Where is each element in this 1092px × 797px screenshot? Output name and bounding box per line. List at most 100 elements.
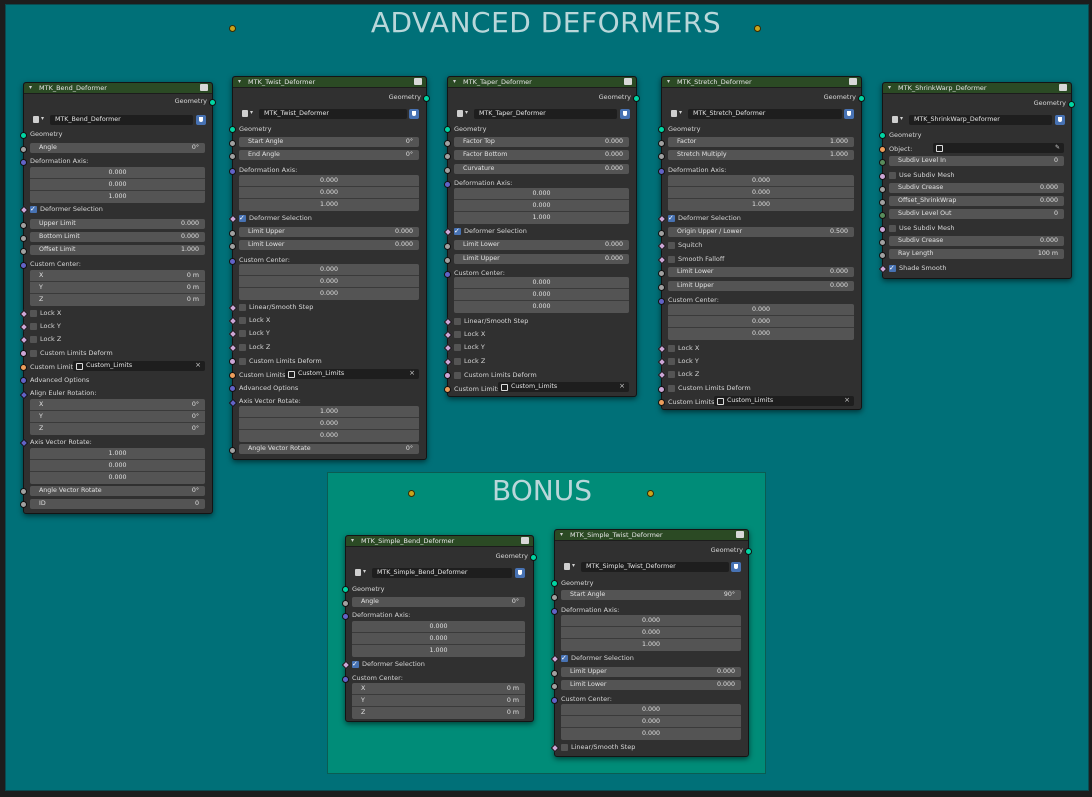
checkbox[interactable] xyxy=(668,213,675,223)
input-socket-limit-lower[interactable] xyxy=(658,270,665,277)
node-group-name[interactable]: MTK_Stretch_Deformer xyxy=(688,109,842,119)
limit-lower-field[interactable]: Limit Lower 0.000 xyxy=(668,267,854,277)
limit-upper-field[interactable]: Limit Upper 0.000 xyxy=(239,227,419,237)
chevron-down-icon[interactable]: ▾ xyxy=(29,84,33,91)
deformer-selection-checkbox[interactable]: Deformer Selection xyxy=(668,213,838,225)
input-socket-limit-lower[interactable] xyxy=(229,243,236,250)
limit-upper-field[interactable]: Limit Upper 0.000 xyxy=(561,667,741,677)
vector-y[interactable]: 0.000 xyxy=(319,420,339,427)
output-socket-geometry[interactable] xyxy=(530,554,537,561)
checkbox[interactable] xyxy=(889,263,896,273)
node-group-name[interactable]: MTK_Twist_Deformer xyxy=(259,109,407,119)
node-shrinkwarp-deformer[interactable]: ▾ MTK_ShrinkWarp_Deformer Geometry MTK_S… xyxy=(878,82,1075,279)
vector-y[interactable]: 0 m xyxy=(506,697,519,704)
input-socket-angle[interactable] xyxy=(20,146,27,153)
input-socket-use-subdiv-mesh[interactable] xyxy=(879,173,886,180)
custom-center-vector[interactable]: 0.000 0.000 0.000 xyxy=(454,277,629,313)
vector-x[interactable]: 0.000 xyxy=(532,190,551,197)
deformer-selection-checkbox[interactable]: Deformer Selection xyxy=(352,659,522,671)
checkbox[interactable] xyxy=(239,317,246,324)
vector-x[interactable]: 0.000 xyxy=(751,306,771,313)
output-socket-geometry[interactable] xyxy=(209,99,216,106)
vector-z[interactable]: 1.000 xyxy=(751,201,771,208)
custom-limits-object-field[interactable]: Custom_Limits × xyxy=(73,361,205,371)
checkbox[interactable] xyxy=(668,385,675,392)
shield-icon[interactable] xyxy=(409,109,419,119)
vector-z[interactable]: 0 m xyxy=(506,709,519,716)
shade-smooth-checkbox[interactable]: Shade Smooth xyxy=(889,263,1059,275)
vector-y[interactable]: 0.000 xyxy=(319,278,339,285)
lock-x-checkbox[interactable]: Lock X xyxy=(454,330,624,341)
vector-z[interactable]: 0.000 xyxy=(641,730,661,737)
end-angle-field[interactable]: End Angle 0° xyxy=(239,150,419,160)
input-socket-use-subdiv-mesh-2[interactable] xyxy=(879,226,886,233)
custom-center-vector[interactable]: 0.000 0.000 0.000 xyxy=(561,704,741,740)
custom-limits-object-field[interactable]: Custom_Limits × xyxy=(285,369,419,379)
use-subdiv-mesh-checkbox[interactable]: Use Subdiv Mesh xyxy=(889,171,1059,182)
lock-x-checkbox[interactable]: Lock X xyxy=(30,309,200,320)
checkbox[interactable] xyxy=(668,242,675,249)
input-socket-object[interactable] xyxy=(879,146,886,153)
object-field[interactable]: ✎ xyxy=(933,143,1064,153)
checkbox[interactable] xyxy=(30,336,37,343)
input-socket-custom-limits[interactable] xyxy=(20,364,27,371)
vector-y[interactable]: 0.000 xyxy=(751,189,771,196)
vector-z[interactable]: 1.000 xyxy=(319,201,339,208)
axis-vector-rotate-vector[interactable]: 1.000 0.000 0.000 xyxy=(30,448,205,484)
checkbox[interactable] xyxy=(561,744,568,751)
lock-z-checkbox[interactable]: Lock Z xyxy=(30,335,200,346)
close-icon[interactable]: × xyxy=(195,361,201,369)
input-socket-deformation-axis[interactable] xyxy=(551,608,558,615)
checkbox[interactable] xyxy=(668,358,675,365)
node-header[interactable]: ▾ MTK_Taper_Deformer xyxy=(448,77,636,88)
linear-smooth-checkbox[interactable]: Linear/Smooth Step xyxy=(454,317,624,328)
id-field[interactable]: ID 0 xyxy=(30,499,205,509)
node-group-selector[interactable]: MTK_Bend_Deformer xyxy=(32,115,207,125)
deformer-selection-checkbox[interactable]: Deformer Selection xyxy=(239,213,409,225)
vector-y[interactable]: 0.000 xyxy=(319,189,339,196)
input-socket-angle[interactable] xyxy=(342,600,349,607)
vector-z[interactable]: 0 m xyxy=(186,296,199,303)
smooth-falloff-checkbox[interactable]: Smooth Falloff xyxy=(668,255,838,266)
vector-x[interactable]: 0.000 xyxy=(532,279,551,286)
checkbox[interactable] xyxy=(454,344,461,351)
limit-lower-field[interactable]: Limit Lower 0.000 xyxy=(561,680,741,690)
start-angle-field[interactable]: Start Angle 90° xyxy=(561,590,741,600)
input-socket-geometry[interactable] xyxy=(20,132,27,139)
input-socket-custom-limits-deform[interactable] xyxy=(444,372,451,379)
input-socket-subdiv-crease-2[interactable] xyxy=(879,239,886,246)
node-taper-deformer[interactable]: ▾ MTK_Taper_Deformer Geometry MTK_Taper_… xyxy=(443,76,640,397)
input-socket-limit-upper[interactable] xyxy=(551,670,558,677)
lock-z-checkbox[interactable]: Lock Z xyxy=(239,343,409,354)
input-socket-limit-lower[interactable] xyxy=(551,683,558,690)
checkbox[interactable] xyxy=(454,372,461,379)
input-socket-start-angle[interactable] xyxy=(551,594,558,601)
stretch-multiply-field[interactable]: Stretch Multiply 1.000 xyxy=(668,150,854,160)
vector-x[interactable]: 0.000 xyxy=(751,177,771,184)
vector-x[interactable]: 0.000 xyxy=(429,623,448,630)
node-twist-deformer[interactable]: ▾ MTK_Twist_Deformer Geometry MTK_Twist_… xyxy=(228,76,430,460)
node-group-selector[interactable]: MTK_Simple_Twist_Deformer xyxy=(563,562,743,572)
input-socket-ray-length[interactable] xyxy=(879,252,886,259)
input-socket-custom-limits-deform[interactable] xyxy=(658,386,665,393)
checkbox[interactable] xyxy=(668,371,675,378)
node-group-icon[interactable] xyxy=(563,562,579,572)
output-socket-geometry[interactable] xyxy=(745,548,752,555)
input-socket-custom-limits[interactable] xyxy=(229,372,236,379)
output-socket-geometry[interactable] xyxy=(423,95,430,102)
deformer-selection-checkbox[interactable]: Deformer Selection xyxy=(561,653,731,665)
vector-z[interactable]: 1.000 xyxy=(532,214,551,221)
input-socket-geometry[interactable] xyxy=(229,126,236,133)
vector-y[interactable]: 0.000 xyxy=(108,462,127,469)
axis-vector-rotate-vector[interactable]: 1.000 0.000 0.000 xyxy=(239,406,419,442)
vector-x[interactable]: 0.000 xyxy=(641,617,661,624)
vector-x[interactable]: 0 m xyxy=(506,685,519,692)
lock-x-checkbox[interactable]: Lock X xyxy=(668,344,838,355)
input-socket-custom-center[interactable] xyxy=(658,298,665,305)
vector-x[interactable]: 1.000 xyxy=(108,450,127,457)
vector-x[interactable]: 1.000 xyxy=(319,408,339,415)
shield-icon[interactable] xyxy=(731,562,741,572)
vector-x[interactable]: 0.000 xyxy=(319,266,339,273)
input-socket-geometry[interactable] xyxy=(342,586,349,593)
